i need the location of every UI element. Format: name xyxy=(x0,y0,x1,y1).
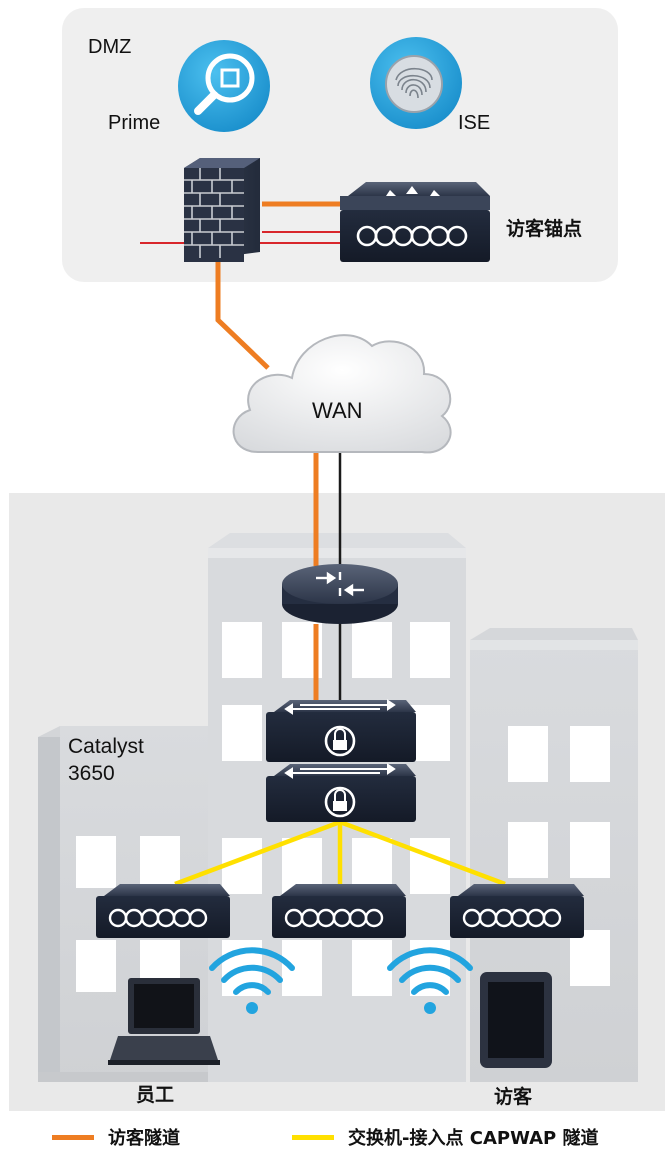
legend-label: 交换机-接入点 CAPWAP 隧道 xyxy=(348,1128,599,1149)
legend-swatch-yellow xyxy=(292,1134,334,1140)
access-point-left xyxy=(96,884,230,938)
tablet-icon xyxy=(480,972,552,1068)
legend-item-guest-tunnel: 访客隧道 xyxy=(52,1124,180,1150)
ise-label: ISE xyxy=(458,112,491,134)
guest-anchor-label: 访客锚点 xyxy=(506,218,583,240)
dmz-label: DMZ xyxy=(88,36,132,58)
wireless-controller-icon xyxy=(340,182,490,262)
catalyst-label-line1: Catalyst xyxy=(68,735,144,758)
guest-label: 访客 xyxy=(494,1086,533,1108)
cloud-icon xyxy=(232,334,452,454)
legend-swatch-orange xyxy=(52,1134,94,1140)
building-windows xyxy=(76,622,610,996)
catalyst-label-line2: 3650 xyxy=(68,762,115,785)
wifi-icon xyxy=(387,947,473,1014)
wifi-icon xyxy=(209,947,295,1014)
switch-icon xyxy=(266,699,416,822)
guest-tunnel-line xyxy=(215,201,340,700)
legend-item-capwap-tunnel: 交换机-接入点 CAPWAP 隧道 xyxy=(292,1124,599,1150)
fingerprint-icon xyxy=(370,37,462,129)
access-point-right xyxy=(450,884,584,938)
firewall-icon xyxy=(184,158,260,262)
router-icon xyxy=(282,564,398,624)
laptop-icon xyxy=(108,978,220,1065)
prime-label: Prime xyxy=(108,112,161,134)
wan-label: WAN xyxy=(312,398,363,423)
employee-label: 员工 xyxy=(136,1084,175,1106)
access-point-middle xyxy=(272,884,406,938)
legend-label: 访客隧道 xyxy=(108,1128,180,1149)
magnifier-icon xyxy=(178,40,270,132)
capwap-tunnel-lines xyxy=(174,819,506,887)
